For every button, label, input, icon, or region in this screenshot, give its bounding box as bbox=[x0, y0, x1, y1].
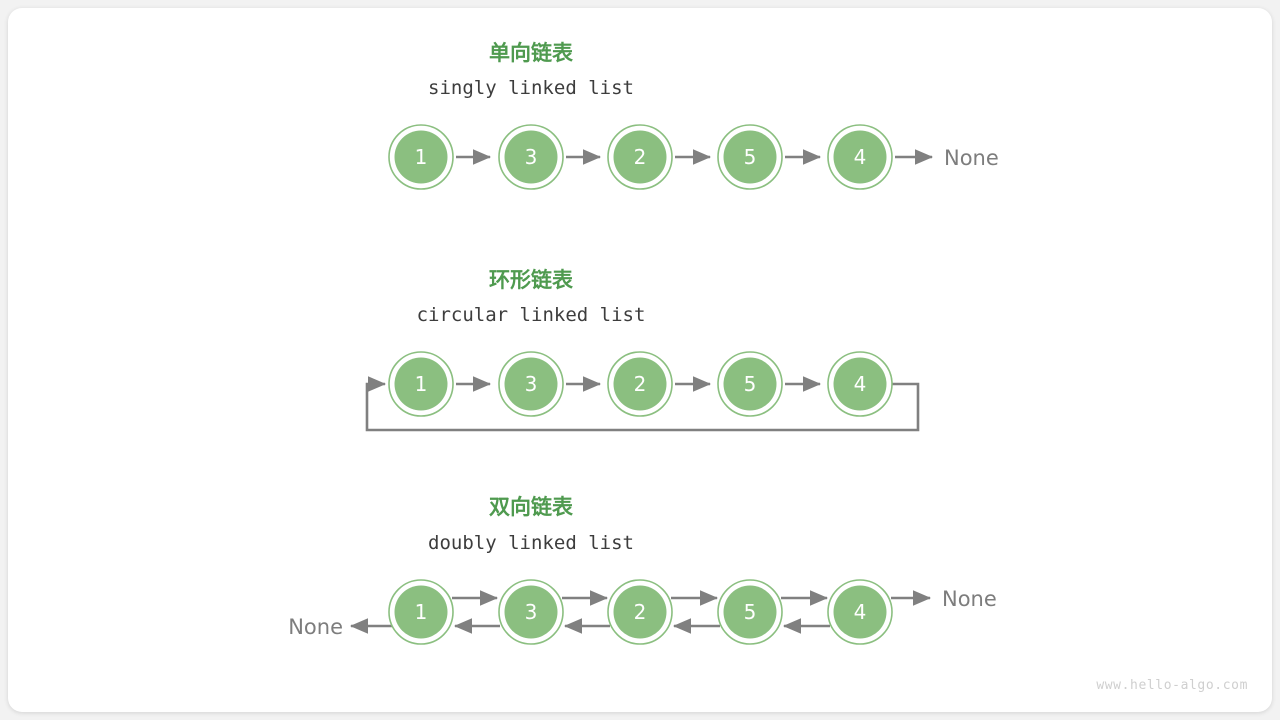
node-circular-2: 2 bbox=[607, 351, 673, 417]
edge-loop-back bbox=[365, 376, 920, 432]
node-doubly-1: 3 bbox=[498, 579, 564, 645]
node-singly-1: 3 bbox=[498, 124, 564, 190]
node-doubly-2: 2 bbox=[607, 579, 673, 645]
section-title-zh: 环形链表 bbox=[489, 268, 574, 292]
node-value: 3 bbox=[525, 372, 538, 396]
node-value: 4 bbox=[854, 145, 867, 169]
section-doubly: 双向链表 doubly linked list 1 bbox=[288, 495, 997, 645]
node-doubly-4: 4 bbox=[827, 579, 893, 645]
section-title-en: doubly linked list bbox=[428, 532, 634, 554]
node-value: 2 bbox=[634, 600, 647, 624]
node-value: 5 bbox=[744, 145, 757, 169]
tail-none-label: None bbox=[942, 587, 997, 611]
node-doubly-0: 1 bbox=[388, 579, 454, 645]
node-value: 2 bbox=[634, 372, 647, 396]
node-value: 3 bbox=[525, 145, 538, 169]
head-none-label: None bbox=[288, 615, 343, 639]
node-value: 5 bbox=[744, 600, 757, 624]
section-title-en: singly linked list bbox=[428, 77, 634, 99]
node-circular-3: 5 bbox=[717, 351, 783, 417]
node-value: 1 bbox=[415, 600, 428, 624]
section-singly: 单向链表 singly linked list 1 3 bbox=[388, 41, 999, 190]
node-value: 3 bbox=[525, 600, 538, 624]
node-singly-3: 5 bbox=[717, 124, 783, 190]
watermark-label: www.hello-algo.com bbox=[1096, 678, 1248, 693]
node-value: 2 bbox=[634, 145, 647, 169]
edges-circular bbox=[365, 376, 920, 432]
node-value: 1 bbox=[415, 145, 428, 169]
node-circular-1: 3 bbox=[498, 351, 564, 417]
node-doubly-3: 5 bbox=[717, 579, 783, 645]
node-singly-0: 1 bbox=[388, 124, 454, 190]
node-circular-4: 4 bbox=[827, 351, 893, 417]
section-title-zh: 双向链表 bbox=[489, 495, 574, 519]
node-value: 1 bbox=[415, 372, 428, 396]
node-singly-2: 2 bbox=[607, 124, 673, 190]
section-circular: 环形链表 circular linked list 1 3 bbox=[365, 268, 920, 432]
section-title-zh: 单向链表 bbox=[489, 41, 574, 65]
node-value: 4 bbox=[854, 372, 867, 396]
node-circular-0: 1 bbox=[388, 351, 454, 417]
node-singly-4: 4 bbox=[827, 124, 893, 190]
section-title-en: circular linked list bbox=[417, 304, 646, 326]
node-value: 4 bbox=[854, 600, 867, 624]
node-value: 5 bbox=[744, 372, 757, 396]
tail-none-label: None bbox=[944, 146, 999, 170]
